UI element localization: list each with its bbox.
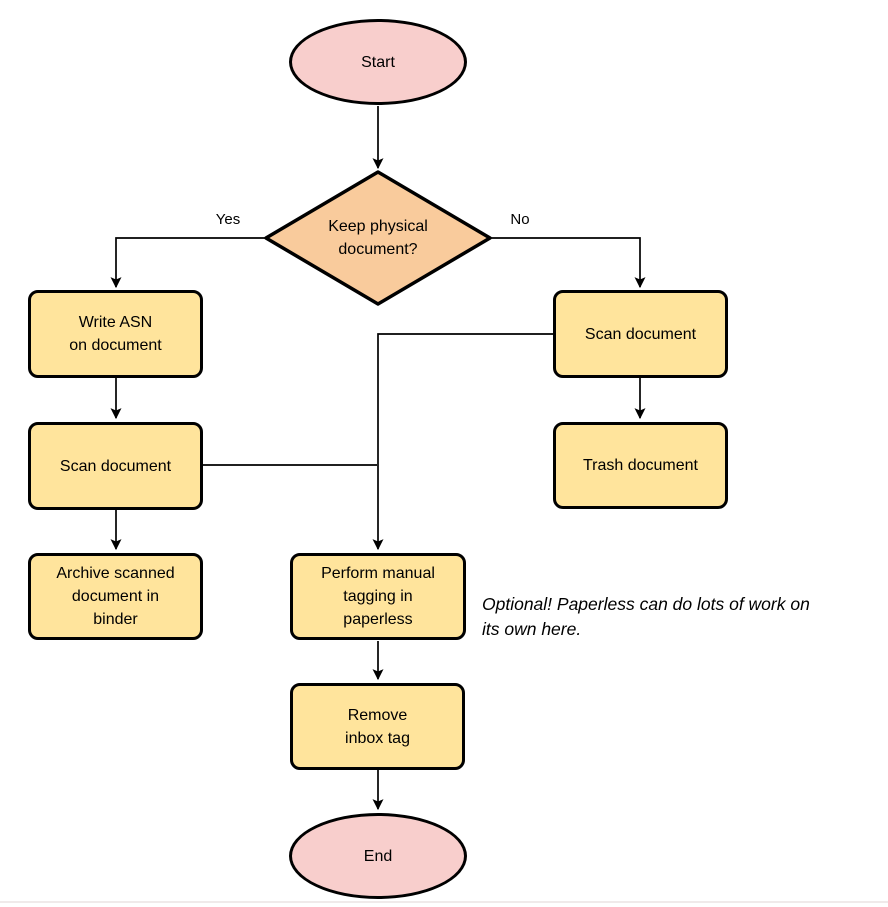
start-node: Start <box>289 19 467 105</box>
yes-edge-label: Yes <box>215 211 241 228</box>
manual-tagging-node: Perform manual tagging in paperless <box>290 553 466 640</box>
no-edge-label: No <box>510 211 530 228</box>
page-bottom-edge <box>0 901 888 903</box>
edge-no-to-scan-right <box>489 237 646 289</box>
write-asn-node: Write ASN on document <box>28 290 203 378</box>
optional-annotation-note: Optional! Paperless can do lots of work … <box>482 594 810 639</box>
trash-document-node: Trash document <box>553 422 728 509</box>
edge-yes-to-write-asn <box>110 237 266 289</box>
scan-document-right-node: Scan document <box>553 290 728 378</box>
remove-inbox-tag-node: Remove inbox tag <box>290 683 465 770</box>
archive-node: Archive scanned document in binder <box>28 553 203 640</box>
decision-node-label: Keep physical document? <box>328 218 428 258</box>
decision-diamond-shape <box>264 170 492 306</box>
edge-scan-right-to-tagging <box>372 333 553 551</box>
scan-document-left-node: Scan document <box>28 422 203 510</box>
end-node: End <box>289 813 467 899</box>
